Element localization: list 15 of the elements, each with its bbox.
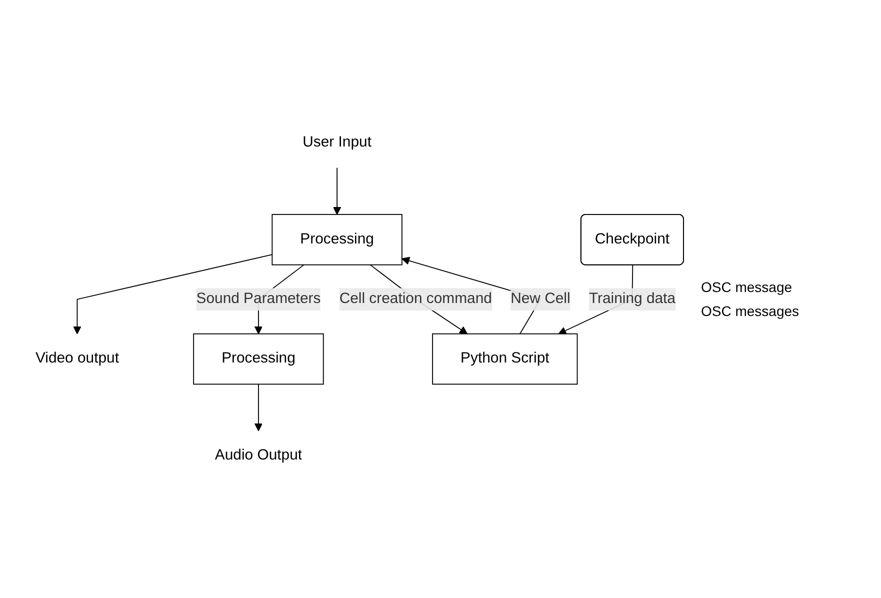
node-text: Audio Output — [214, 447, 302, 464]
edge-label: Cell creation command — [339, 290, 492, 306]
node-box: Processing — [272, 214, 402, 265]
arrow — [254, 383, 263, 431]
arrow — [332, 167, 342, 214]
edge-label: Sound Parameters — [196, 290, 321, 306]
note-text: OSC message — [701, 279, 794, 295]
edge-label: Training data — [588, 290, 676, 306]
node-box: Python Script — [432, 333, 578, 384]
node-box: Processing — [193, 333, 324, 384]
note-text: OSC messages — [701, 303, 800, 319]
node-text: Video output — [35, 350, 119, 366]
arrow — [73, 254, 273, 334]
edge-label: New Cell — [510, 290, 570, 306]
node-text: User Input — [302, 134, 372, 150]
